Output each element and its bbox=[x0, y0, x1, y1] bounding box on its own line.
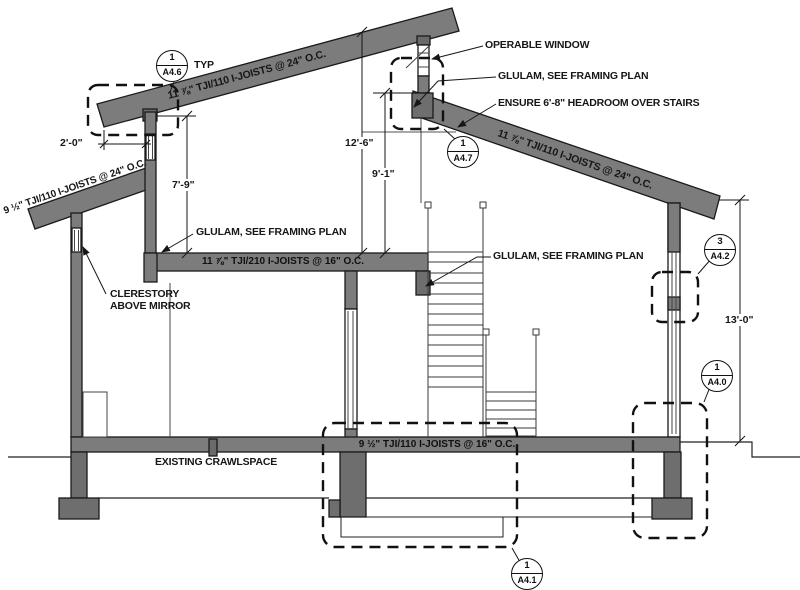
operable-window-rails bbox=[418, 52, 429, 68]
left-footing bbox=[58, 497, 100, 520]
leader-operable-window bbox=[431, 45, 484, 61]
mid-wall-top bbox=[344, 270, 358, 310]
leader-lines bbox=[82, 45, 712, 563]
dim-line-overhang bbox=[98, 130, 151, 150]
dim-left-wall: 7'-9" bbox=[170, 179, 197, 191]
post-cap bbox=[482, 328, 490, 336]
leader-clerestory bbox=[82, 246, 107, 295]
tall-wall-window bbox=[145, 133, 156, 161]
callout-a40-sheet: A4.0 bbox=[707, 377, 727, 387]
detail-lines bbox=[74, 45, 677, 438]
mid-stem-wall bbox=[339, 451, 367, 518]
post-cap bbox=[532, 328, 540, 336]
upper-roof bbox=[96, 7, 460, 128]
upper-run-treads bbox=[428, 251, 483, 388]
note-operable-window: OPERABLE WINDOW bbox=[485, 39, 590, 51]
post-cap bbox=[479, 201, 487, 209]
mid-footing-step bbox=[328, 499, 341, 518]
right-wall-spacer bbox=[667, 296, 681, 311]
structure bbox=[27, 7, 721, 520]
dim-ticks bbox=[99, 139, 151, 149]
clerestory-window bbox=[71, 227, 82, 253]
callout-a42: 3 A4.2 bbox=[704, 234, 736, 266]
callout-a42-sheet: A4.2 bbox=[710, 251, 730, 261]
second-floor-label: 11 ⅞" TJI/210 I-JOISTS @ 16" O.C. bbox=[201, 256, 365, 267]
mid-glazing-lines bbox=[347, 311, 354, 428]
mid-wall-glazing bbox=[344, 308, 358, 430]
clerestory-post bbox=[417, 75, 430, 94]
right-footing bbox=[651, 497, 693, 520]
right-stem-wall bbox=[663, 451, 682, 499]
callout-a46: 1 A4.6 bbox=[156, 50, 188, 82]
note-clerestory-line2: ABOVE MIRROR bbox=[110, 300, 191, 312]
beam-end-cap bbox=[143, 252, 158, 283]
grade-step-right bbox=[680, 441, 800, 458]
callout-a40-number: 1 bbox=[702, 361, 732, 376]
callout-a41-sheet: A4.1 bbox=[517, 575, 537, 585]
note-glulam-left: GLULAM, SEE FRAMING PLAN bbox=[196, 226, 347, 238]
callout-a42-number: 3 bbox=[705, 235, 735, 250]
operable-window-pane bbox=[417, 44, 430, 77]
leader-glulam-top bbox=[413, 76, 497, 108]
dim-ticks bbox=[356, 26, 368, 259]
dim-ticks bbox=[379, 87, 391, 259]
lower-run-treads bbox=[486, 391, 536, 437]
post-cap bbox=[424, 201, 432, 209]
left-stem-wall bbox=[70, 451, 88, 499]
dim-clerestory: 9'-1" bbox=[370, 168, 397, 180]
dim-right-wall: 13'-0" bbox=[723, 314, 756, 326]
floor-pier bbox=[208, 438, 218, 457]
ground-floor-beam bbox=[70, 436, 681, 453]
new-footing-outline bbox=[340, 516, 652, 538]
callout-a46-sheet: A4.6 bbox=[162, 67, 182, 77]
leader-glulam-mid bbox=[425, 256, 491, 287]
callout-a41: 1 A4.1 bbox=[511, 558, 543, 590]
callout-a41-number: 1 bbox=[512, 559, 542, 574]
tall-window-lines bbox=[148, 136, 153, 159]
note-glulam-mid: GLULAM, SEE FRAMING PLAN bbox=[493, 250, 644, 262]
right-wall-head bbox=[667, 202, 681, 253]
detail-region-a41 bbox=[321, 421, 519, 549]
note-glulam-top: GLULAM, SEE FRAMING PLAN bbox=[498, 70, 649, 82]
note-headroom: ENSURE 6'-8" HEADROOM OVER STAIRS bbox=[498, 97, 700, 109]
dim-ticks bbox=[734, 194, 746, 447]
ground-floor-label: 9 ½" TJI/110 I-JOISTS @ 16" O.C. bbox=[358, 439, 516, 450]
callout-a46-suffix: TYP bbox=[194, 59, 214, 71]
note-crawlspace: EXISTING CRAWLSPACE bbox=[155, 456, 278, 468]
callout-a47-sheet: A4.7 bbox=[453, 153, 473, 163]
note-clerestory-line1: CLERESTORY bbox=[110, 288, 180, 300]
window-swing-line bbox=[405, 45, 430, 69]
callout-a46-number: 1 bbox=[157, 51, 187, 66]
stair bbox=[424, 201, 540, 437]
callout-a40: 1 A4.0 bbox=[701, 360, 733, 392]
dim-overhang: 2'-0" bbox=[58, 137, 85, 149]
callout-a47-number: 1 bbox=[448, 137, 478, 152]
callout-a47: 1 A4.7 bbox=[447, 136, 479, 168]
detail-region-a46 bbox=[86, 83, 180, 137]
leader-headroom bbox=[457, 103, 497, 128]
detail-region-a40 bbox=[631, 401, 709, 540]
dim-ticks bbox=[181, 110, 193, 259]
detail-region-a42 bbox=[650, 270, 700, 324]
clerestory-glazing-lines bbox=[74, 230, 79, 251]
mirror-cabinet bbox=[82, 391, 108, 438]
note-clerestory: CLERESTORY ABOVE MIRROR bbox=[110, 288, 191, 312]
grade-lines bbox=[8, 441, 800, 538]
leader-glulam-left bbox=[161, 233, 194, 253]
clerestory-cap bbox=[416, 35, 431, 46]
leader-callout-a46 bbox=[169, 81, 175, 93]
dim-ridge: 12'-6" bbox=[343, 137, 376, 149]
